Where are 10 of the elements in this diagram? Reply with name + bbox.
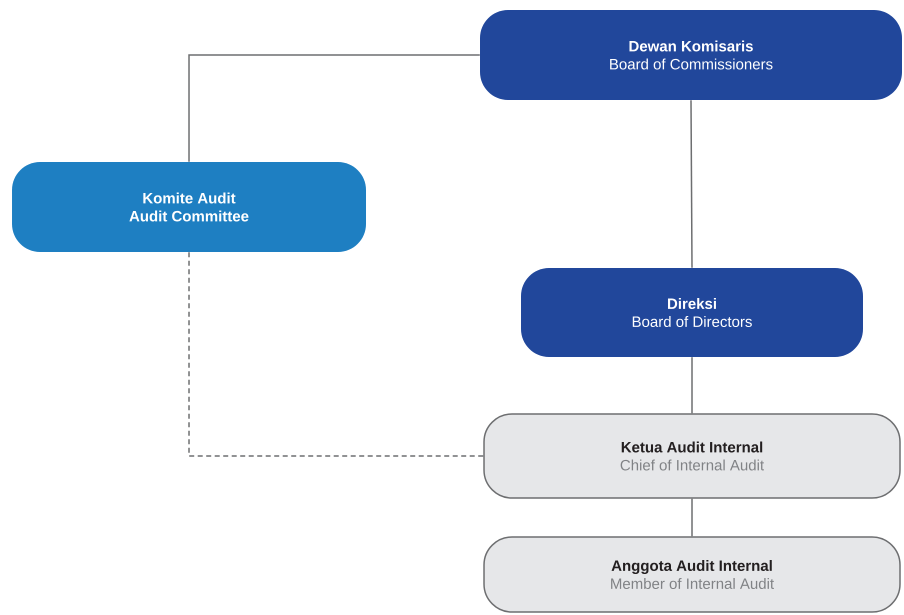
connector-line	[691, 357, 693, 414]
org-box: Dewan Komisaris Board of Commissioners	[480, 10, 902, 100]
org-box: Direksi Board of Directors	[521, 268, 863, 357]
connector-line	[691, 498, 693, 536]
connector-line	[188, 54, 480, 162]
connector-line	[188, 252, 484, 457]
connector-line	[690, 100, 693, 268]
org-box: Komite Audit Audit Committee	[12, 162, 366, 252]
org-box: Anggota Audit Internal Member of Internal Audit	[483, 536, 901, 613]
org-box: Ketua Audit Internal Chief of Internal Audit	[483, 413, 901, 499]
